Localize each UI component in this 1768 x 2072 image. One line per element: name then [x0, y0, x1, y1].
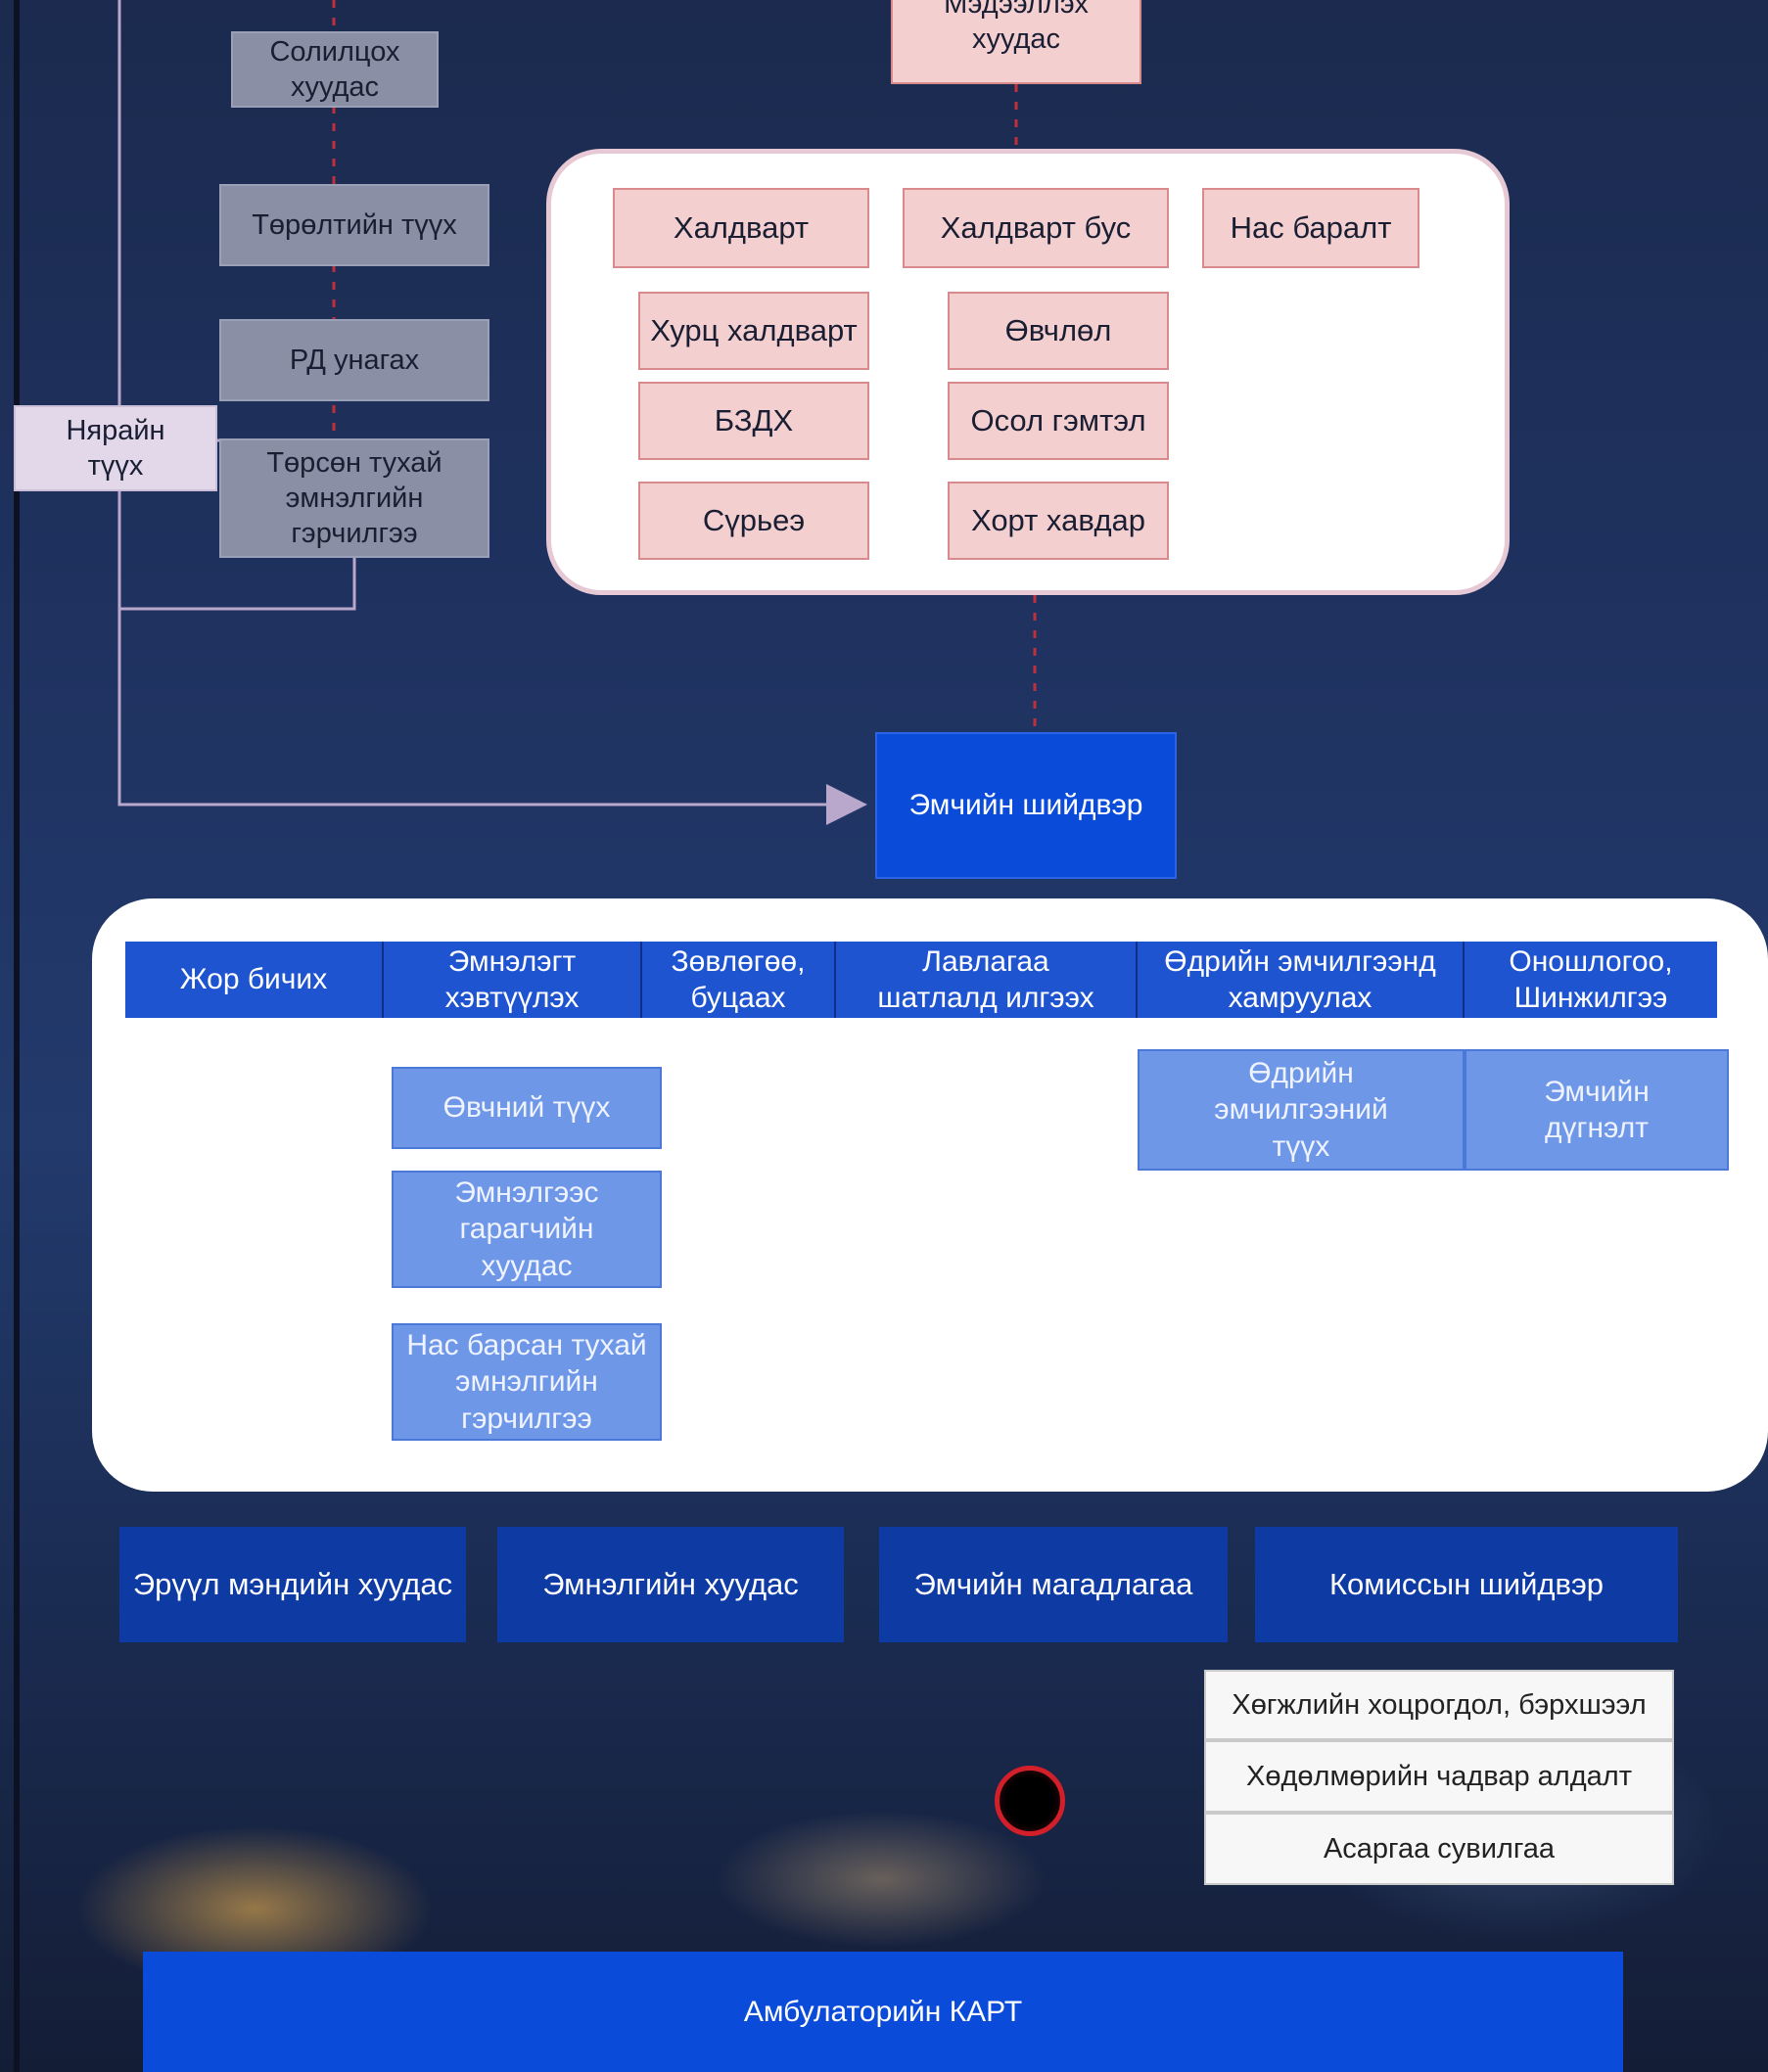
cancer-label: Хорт хавдар [970, 502, 1146, 537]
day-treatment-history-box: Өдрийн эмчилгээний түүх [1138, 1049, 1465, 1171]
death-box: Нас баралт [1202, 188, 1419, 268]
doctor-examination-box: Эмчийн магадлагаа [879, 1527, 1228, 1642]
doctor-decision-label: Эмчийн шийдвэр [908, 789, 1143, 822]
tab-referral-label: Лавлагаа шатлалд илгээх [877, 944, 1094, 1015]
exchange-sheet-box: Солилцох хуудас [231, 31, 439, 108]
discharge-sheet-box: Эмнэлгээс гарагчийн хуудас [392, 1171, 662, 1288]
tab-diagnosis: Оношлогоо, Шинжилгээ [1465, 942, 1717, 1018]
birth-certificate-label: Төрсөн тухай эмнэлгийн гэрчилгээ [266, 446, 442, 550]
birth-certificate-box: Төрсөн тухай эмнэлгийн гэрчилгээ [219, 438, 489, 558]
discharge-sheet-label: Эмнэлгээс гарагчийн хуудас [454, 1175, 599, 1282]
commission-decision-box: Комиссын шийдвэр [1255, 1527, 1678, 1642]
tab-hospitalize: Эмнэлэгт хэвтүүлэх [384, 942, 642, 1018]
rd-label: РД унагах [289, 344, 420, 376]
notification-sheet-box: Мэдээллэх хуудас [891, 0, 1141, 84]
cancer-box: Хорт хавдар [948, 482, 1169, 560]
tab-advice-return: Зөвлөгөө, буцаах [642, 942, 836, 1018]
birth-history-box: Төрөлтийн түүх [219, 184, 489, 266]
doctor-conclusion-box: Эмчийн дүгнэлт [1465, 1049, 1729, 1171]
ambulatory-card-box: Амбулаторийн КАРТ [143, 1952, 1623, 2072]
tab-advice-return-label: Зөвлөгөө, буцаах [671, 944, 806, 1015]
commission-decision-label: Комиссын шийдвэр [1328, 1566, 1605, 1601]
disability-item-care-label: Асаргаа сувилгаа [1323, 1832, 1556, 1865]
doctor-examination-label: Эмчийн магадлагаа [913, 1566, 1193, 1601]
disease-history-label: Өвчний түүх [442, 1091, 611, 1125]
tab-day-treatment: Өдрийн эмчилгээнд хамруулах [1138, 942, 1465, 1018]
acute-infection-label: Хурц халдварт [650, 312, 858, 347]
disease-history-box: Өвчний түүх [392, 1067, 662, 1149]
ambulatory-card-label: Амбулаторийн КАРТ [743, 1995, 1023, 2028]
hospital-sheet-box: Эмнэлгийн хуудас [497, 1527, 844, 1642]
acute-infection-box: Хурц халдварт [638, 292, 869, 370]
exchange-sheet-label: Солилцох хуудас [269, 35, 400, 103]
non-infectious-box: Халдварт бус [903, 188, 1169, 268]
tuberculosis-label: Сүрьеэ [702, 502, 806, 537]
tuberculosis-box: Сүрьеэ [638, 482, 869, 560]
notification-sheet-label: Мэдээллэх хуудас [944, 0, 1089, 55]
left-edge-bar [14, 0, 20, 2072]
non-infectious-label: Халдварт бус [940, 209, 1132, 245]
tab-diagnosis-label: Оношлогоо, Шинжилгээ [1509, 944, 1673, 1015]
newborn-history-label: Нярайн түүх [66, 414, 165, 482]
doctor-decision-box: Эмчийн шийдвэр [875, 732, 1177, 879]
disability-item-work-capacity-label: Хөдөлмөрийн чадвар алдалт [1246, 1760, 1632, 1792]
std-label: БЗДХ [714, 402, 794, 437]
death-certificate-box: Нас барсан тухай эмнэлгийн гэрчилгээ [392, 1323, 662, 1441]
hospital-sheet-label: Эмнэлгийн хуудас [542, 1566, 799, 1601]
newborn-history-box: Нярайн түүх [14, 405, 217, 491]
death-certificate-label: Нас барсан тухай эмнэлгийн гэрчилгээ [406, 1328, 647, 1435]
health-sheet-box: Эрүүл мэндийн хуудас [119, 1527, 466, 1642]
tab-prescription: Жор бичих [125, 942, 384, 1018]
tab-day-treatment-label: Өдрийн эмчилгээнд хамруулах [1164, 944, 1436, 1015]
birth-history-label: Төрөлтийн түүх [252, 208, 457, 241]
day-treatment-history-label: Өдрийн эмчилгээний түүх [1214, 1056, 1388, 1163]
rd-box: РД унагах [219, 319, 489, 401]
death-label: Нас баралт [1230, 209, 1392, 245]
injury-box: Осол гэмтэл [948, 382, 1169, 460]
disease-label: Өвчлөл [1004, 312, 1112, 347]
disease-box: Өвчлөл [948, 292, 1169, 370]
disability-item-work-capacity: Хөдөлмөрийн чадвар алдалт [1204, 1740, 1674, 1813]
infectious-label: Халдварт [673, 209, 810, 245]
disability-item-care: Асаргаа сувилгаа [1204, 1813, 1674, 1885]
connector-left-bracket [119, 548, 356, 611]
tab-hospitalize-label: Эмнэлэгт хэвтүүлэх [444, 944, 580, 1015]
injury-label: Осол гэмтэл [970, 402, 1146, 437]
disability-item-development-label: Хөгжлийн хоцрогдол, бэрхшээл [1232, 1688, 1647, 1721]
doctor-conclusion-label: Эмчийн дүгнэлт [1544, 1075, 1650, 1145]
tab-prescription-label: Жор бичих [179, 963, 328, 996]
health-sheet-label: Эрүүл мэндийн хуудас [132, 1566, 453, 1601]
record-marker-icon [995, 1766, 1065, 1836]
infectious-box: Халдварт [613, 188, 869, 268]
disability-item-development: Хөгжлийн хоцрогдол, бэрхшээл [1204, 1670, 1674, 1740]
connector-left-vertical [117, 0, 867, 825]
std-box: БЗДХ [638, 382, 869, 460]
tab-referral: Лавлагаа шатлалд илгээх [836, 942, 1138, 1018]
